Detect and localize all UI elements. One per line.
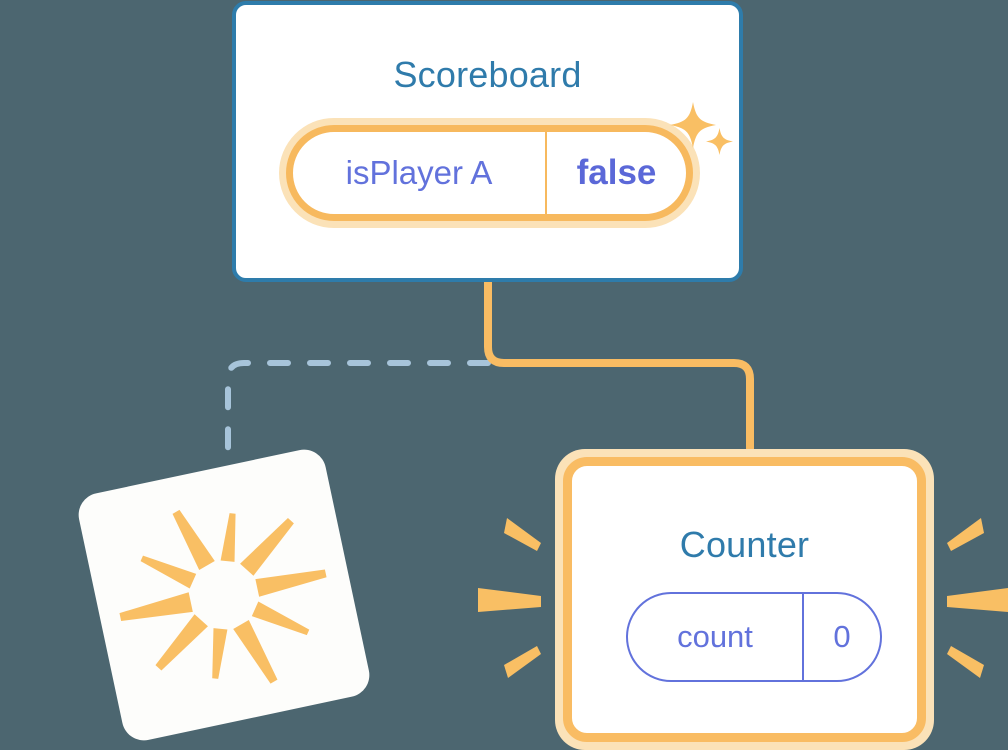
scoreboard-card[interactable]: Scoreboard isPlayer A false [232, 1, 743, 282]
burst-ray-right [947, 518, 984, 551]
counter-card-inner: Counter count 0 [563, 457, 926, 742]
scoreboard-state-pill[interactable]: isPlayer A false [279, 118, 700, 228]
burst-ray [172, 509, 215, 571]
connector-dashed-path [225, 360, 491, 489]
burst-ray [240, 518, 294, 576]
burst-ray-left [504, 518, 541, 551]
burst-ray [251, 601, 310, 636]
burst-ray [255, 569, 327, 597]
burst-ray-right [947, 588, 1008, 612]
scoreboard-state-key: isPlayer A [293, 132, 547, 214]
sparkle-large-icon [670, 102, 716, 148]
sparkle-small-icon [706, 128, 733, 155]
burst-ray [212, 628, 228, 679]
burst-ray [220, 513, 236, 562]
counter-state-key: count [628, 594, 804, 680]
connector-solid-path [484, 282, 754, 462]
scoreboard-title: Scoreboard [393, 54, 582, 95]
counter-card[interactable]: Counter count 0 [555, 449, 934, 750]
tilted-card-burst [75, 446, 374, 745]
burst-ray-left [504, 646, 541, 678]
burst-ray [155, 614, 208, 671]
burst-ray [140, 555, 197, 589]
scoreboard-state-value: false [576, 153, 657, 192]
burst-ray [119, 592, 193, 621]
burst-ray-right [947, 646, 984, 678]
burst-ray [233, 619, 278, 684]
counter-state-pill[interactable]: count 0 [626, 592, 882, 682]
scoreboard-state-pill-inner: isPlayer A false [286, 125, 693, 221]
burst-ray-left [478, 588, 541, 612]
counter-title: Counter [679, 524, 810, 565]
counter-state-value: 0 [833, 619, 851, 654]
